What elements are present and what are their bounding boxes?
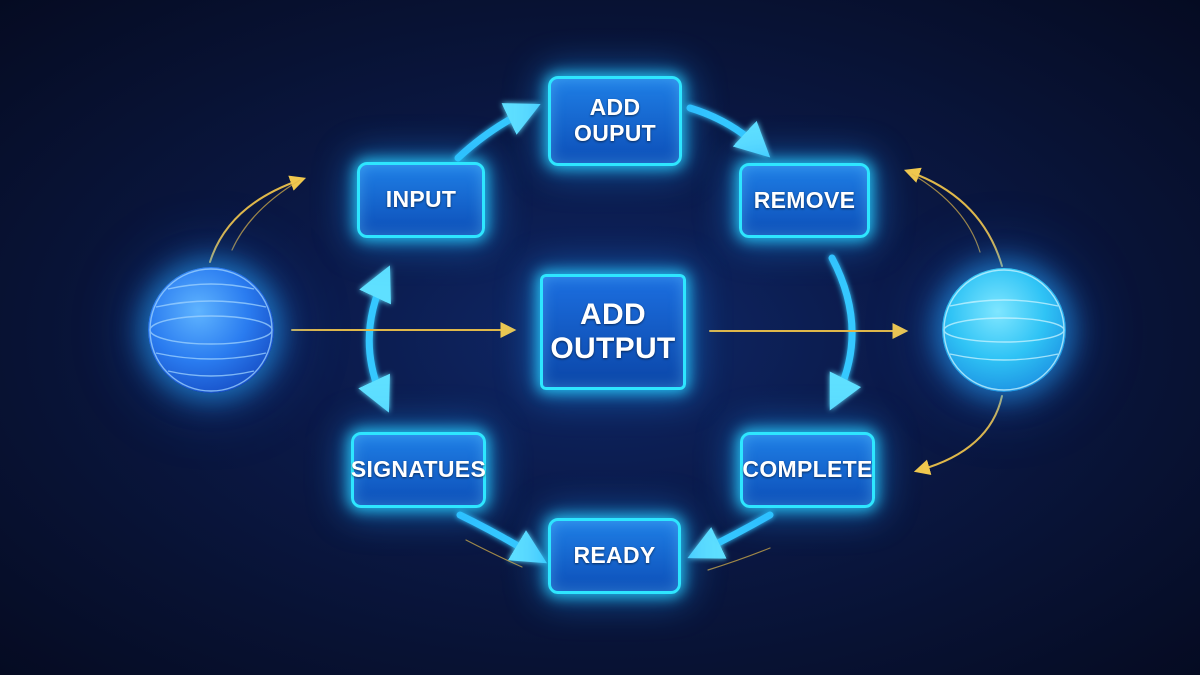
node-add-output-center-label-line2: OUTPUT [550, 332, 676, 365]
arrow-right-sphere-to-remove [903, 167, 1003, 267]
arrow-left-sphere-to-input [209, 175, 307, 263]
globe-icon [943, 269, 1065, 391]
node-signatues: SIGNATUES [350, 421, 487, 519]
arrow-right-sphere-to-complete [913, 395, 1003, 476]
node-input-label: INPUT [385, 186, 457, 213]
node-complete-label: COMPLETE [742, 456, 873, 483]
node-ready: READY [548, 507, 681, 605]
node-input: INPUT [357, 151, 485, 249]
node-add-ouput: ADD OUPUT [548, 65, 682, 177]
node-signatues-label: SIGNATUES [350, 456, 487, 483]
node-remove-label: REMOVE [753, 186, 856, 213]
node-add-output-center: ADD OUTPUT [540, 274, 686, 390]
node-add-ouput-label-line1: ADD [589, 94, 641, 121]
node-add-ouput-label-line2: OUPUT [574, 120, 656, 146]
node-add-output-center-label-line1: ADD [580, 298, 646, 332]
right-sphere-node [942, 268, 1066, 392]
arrow-complete-to-ready [687, 511, 774, 559]
arrow-input-to-add-ouput [454, 103, 541, 162]
node-complete: COMPLETE [740, 421, 875, 519]
globe-icon [149, 268, 273, 392]
arrow-input-signatues-bidirectional [358, 265, 391, 413]
arrow-signatues-to-ready [456, 511, 548, 564]
left-sphere-node [148, 267, 274, 393]
node-ready-label: READY [573, 542, 656, 569]
arrow-remove-to-complete [828, 254, 862, 411]
arrow-add-ouput-to-remove [686, 104, 771, 158]
node-remove: REMOVE [739, 152, 870, 249]
